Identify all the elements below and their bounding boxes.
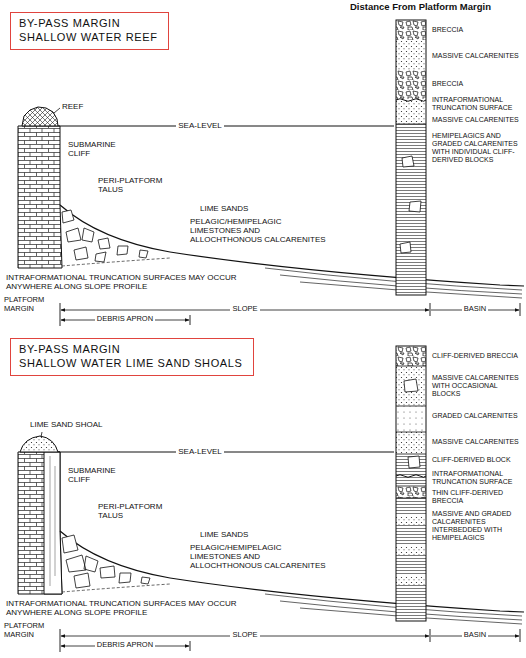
zone-label: BASIN [462,305,489,314]
reef-mound [22,107,58,126]
sea-level-line [58,126,394,127]
platform-block [18,126,62,268]
feature-label: LIME SAND SHOAL [30,420,102,429]
column-label: MASSIVE CALCARENITES [432,52,522,60]
platform-margin-joints [50,456,55,586]
talus-blocks [62,535,150,588]
talus-blocks [62,210,148,262]
zone-label: SLOPE [230,631,259,640]
column-label: BRECCIA [432,26,522,34]
feature-label: PERI-PLATFORM TALUS [98,502,170,520]
zone-label: PLATFORM MARGIN [4,622,54,639]
column-label: HEMIPELAGICS AND GRADED CALCARENITES WIT… [432,132,522,164]
column-label: BRECCIA [432,80,522,88]
leader-line [41,432,42,437]
feature-label: PELAGIC/HEMIPELAGIC LIMESTONES AND ALLOC… [190,217,330,245]
column-label: CLIFF-DERIVED BRECCIA [432,352,522,360]
title-heading: BY-PASS MARGIN [19,16,160,30]
sea-level-label: SEA-LEVEL [176,447,224,456]
feature-label: REEF [62,102,83,111]
column-label: INTRAFORMATIONAL TRUNCATION SURFACE [432,470,522,486]
scale-ticks [60,629,520,652]
zone-label: SLOPE [230,305,259,314]
zone-label: DEBRIS APRON [95,315,155,324]
column-label: THIN CLIFF-DERIVED BRECCIA [432,489,522,505]
column-label: MASSIVE CALCARENITES WITH OCCASIONAL BLO… [432,374,522,398]
zone-label: BASIN [462,631,489,640]
title-box: BY-PASS MARGINSHALLOW WATER LIME SAND SH… [10,338,254,376]
column-label: MASSIVE CALCARENITES [432,438,522,446]
column-label: CLIFF-DERIVED BLOCK [432,456,522,464]
column-label: GRADED CALCARENITES [432,412,522,420]
title-subheading: SHALLOW WATER REEF [19,30,160,44]
title-box: BY-PASS MARGINSHALLOW WATER REEF [10,12,169,50]
feature-label: PELAGIC/HEMIPELAGIC LIMESTONES AND ALLOC… [190,543,330,571]
column-label: MASSIVE AND GRADED CALCARENITES INTERBED… [432,510,522,542]
column-label: INTRAFORMATIONAL TRUNCATION SURFACE [432,96,522,112]
leader-line [54,108,60,113]
strata-lines [265,268,522,298]
platform-block [18,452,62,594]
feature-label: SUBMARINE CLIFF [68,466,128,484]
stratigraphic-column [396,346,426,621]
feature-label: PERI-PLATFORM TALUS [98,176,170,194]
zone-label: PLATFORM MARGIN [4,296,54,313]
scale-ticks [60,303,520,326]
note-label: INTRAFORMATIONAL TRUNCATION SURFACES MAY… [6,599,248,617]
title-heading: BY-PASS MARGIN [19,342,245,356]
sea-level-line [58,452,394,453]
feature-label: LIME SANDS [200,204,248,213]
note-label: INTRAFORMATIONAL TRUNCATION SURFACES MAY… [6,273,248,291]
sand-shoal [20,436,58,452]
strata-lines [265,594,522,624]
sea-level-label: SEA-LEVEL [176,121,224,130]
title-subheading: SHALLOW WATER LIME SAND SHOALS [19,356,245,370]
zone-label: DEBRIS APRON [95,641,155,650]
stratigraphic-column [396,20,426,295]
feature-label: LIME SANDS [200,530,248,539]
platform-margin-unit [44,452,62,594]
axis-heading: Distance From Platform Margin [350,2,491,13]
column-label: MASSIVE CALCARENITES [432,116,522,124]
feature-label: SUBMARINE CLIFF [68,140,128,158]
